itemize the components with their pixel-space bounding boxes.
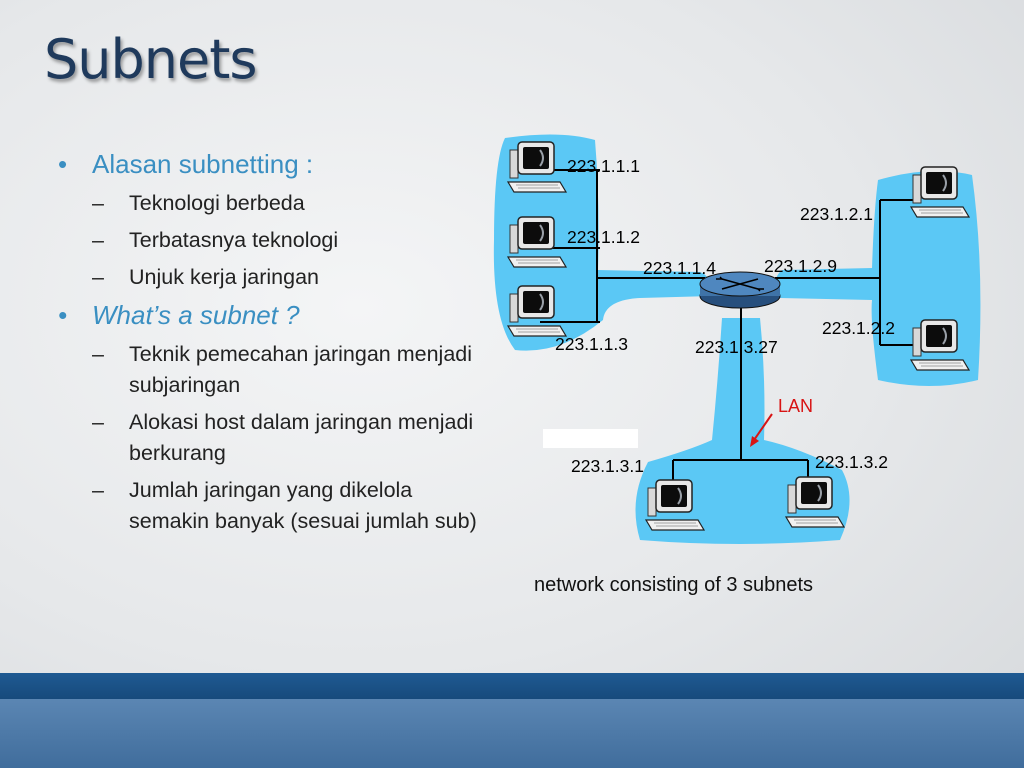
- bullet-list: •Alasan subnetting : –Teknologi berbeda …: [58, 148, 488, 543]
- footer-band-dark: [0, 673, 1024, 699]
- blank-box: [543, 429, 638, 448]
- router-icon: [699, 271, 781, 309]
- ip-label: 223.1.2.1: [800, 204, 873, 224]
- ip-label: 223.1.1.1: [567, 156, 640, 176]
- diagram-caption: network consisting of 3 subnets: [534, 574, 814, 596]
- ip-label: 223.1.3.2: [815, 452, 888, 472]
- ip-label: 223.1.3.1: [571, 456, 644, 476]
- bullet-dot-icon: •: [58, 300, 68, 330]
- bullet-whats-subnet: •What’s a subnet ?: [58, 300, 300, 330]
- sub-bullet: –Unjuk kerja jaringan: [92, 265, 320, 289]
- lan-label: LAN: [778, 396, 813, 416]
- sub-bullet: –Jumlah jaringan yang dikelola semakin b…: [92, 478, 477, 533]
- ip-label: 223.1.2.2: [822, 318, 895, 338]
- bullet-alasan: •Alasan subnetting :: [58, 149, 314, 179]
- ip-label: 223.1.1.4: [643, 258, 716, 278]
- sub-bullet: –Alokasi host dalam jaringan menjadi ber…: [92, 410, 474, 465]
- sub-bullet: –Teknologi berbeda: [92, 191, 305, 215]
- ip-label: 223.1.1.2: [567, 227, 640, 247]
- bullet-dot-icon: •: [58, 149, 68, 179]
- ip-label: 223.1.1.3: [555, 334, 628, 354]
- sub-bullet: –Terbatasnya teknologi: [92, 228, 339, 252]
- sub-bullet: –Teknik pemecahan jaringan menjadi subja…: [92, 342, 473, 397]
- ip-label: 223.1.2.9: [764, 256, 837, 276]
- lan-arrow: [751, 413, 773, 444]
- ip-label: 223.1.3.27: [695, 337, 778, 357]
- footer-band-light: [0, 699, 1024, 768]
- slide-title: Subnets: [44, 28, 258, 91]
